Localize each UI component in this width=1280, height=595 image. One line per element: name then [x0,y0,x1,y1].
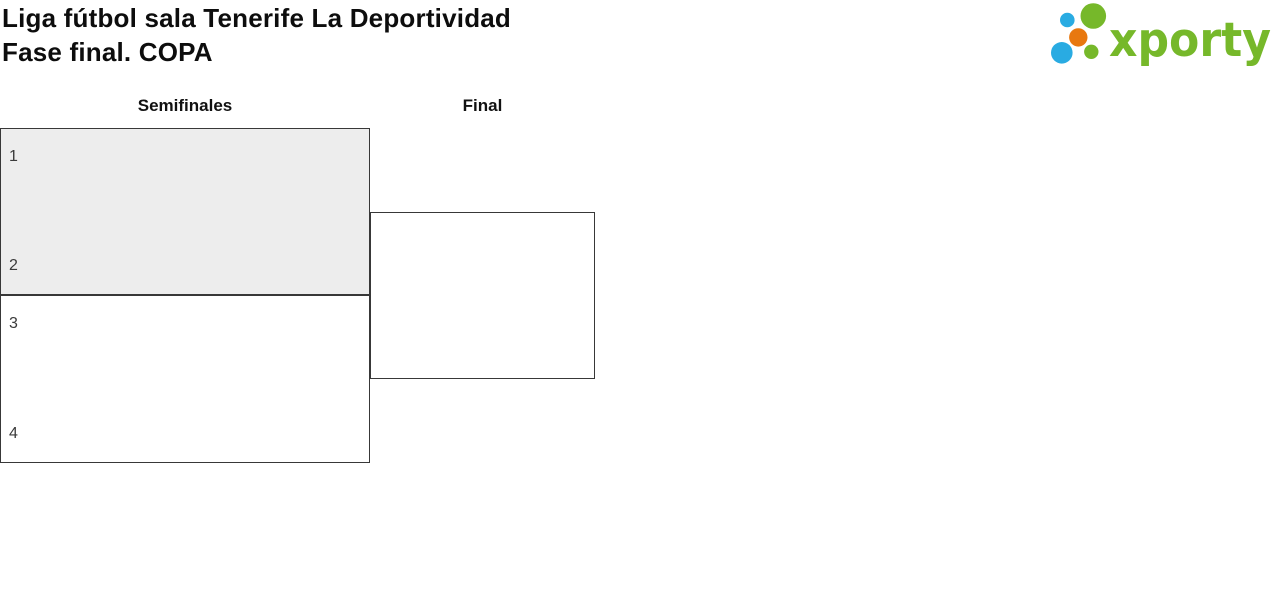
match-slot-seed-2: 2 [9,257,18,274]
match-final[interactable] [370,212,595,379]
page-title-line1: Liga fútbol sala Tenerife La Deportivida… [2,3,512,33]
page-title: Liga fútbol sala Tenerife La Deportivida… [2,1,511,69]
final-slot-top [371,232,594,250]
round-label-semifinals: Semifinales [137,96,233,115]
logo-dots-icon [1051,3,1107,64]
final-slot-bottom [371,341,594,359]
xporty-logo-svg: xporty [1051,3,1271,68]
match-slot-seed-1: 1 [9,148,18,165]
match-slot-seed-4: 4 [9,425,18,442]
logo-wordmark: xporty [1109,13,1271,68]
match-semifinal-2[interactable]: 3 4 [0,295,370,463]
match-semifinal-1[interactable]: 1 2 [0,128,370,295]
xporty-logo[interactable]: xporty [1048,0,1280,72]
page-title-line2: Fase final. COPA [2,37,213,67]
match-slot-seed-3: 3 [9,315,18,332]
round-label-final: Final [462,96,503,115]
